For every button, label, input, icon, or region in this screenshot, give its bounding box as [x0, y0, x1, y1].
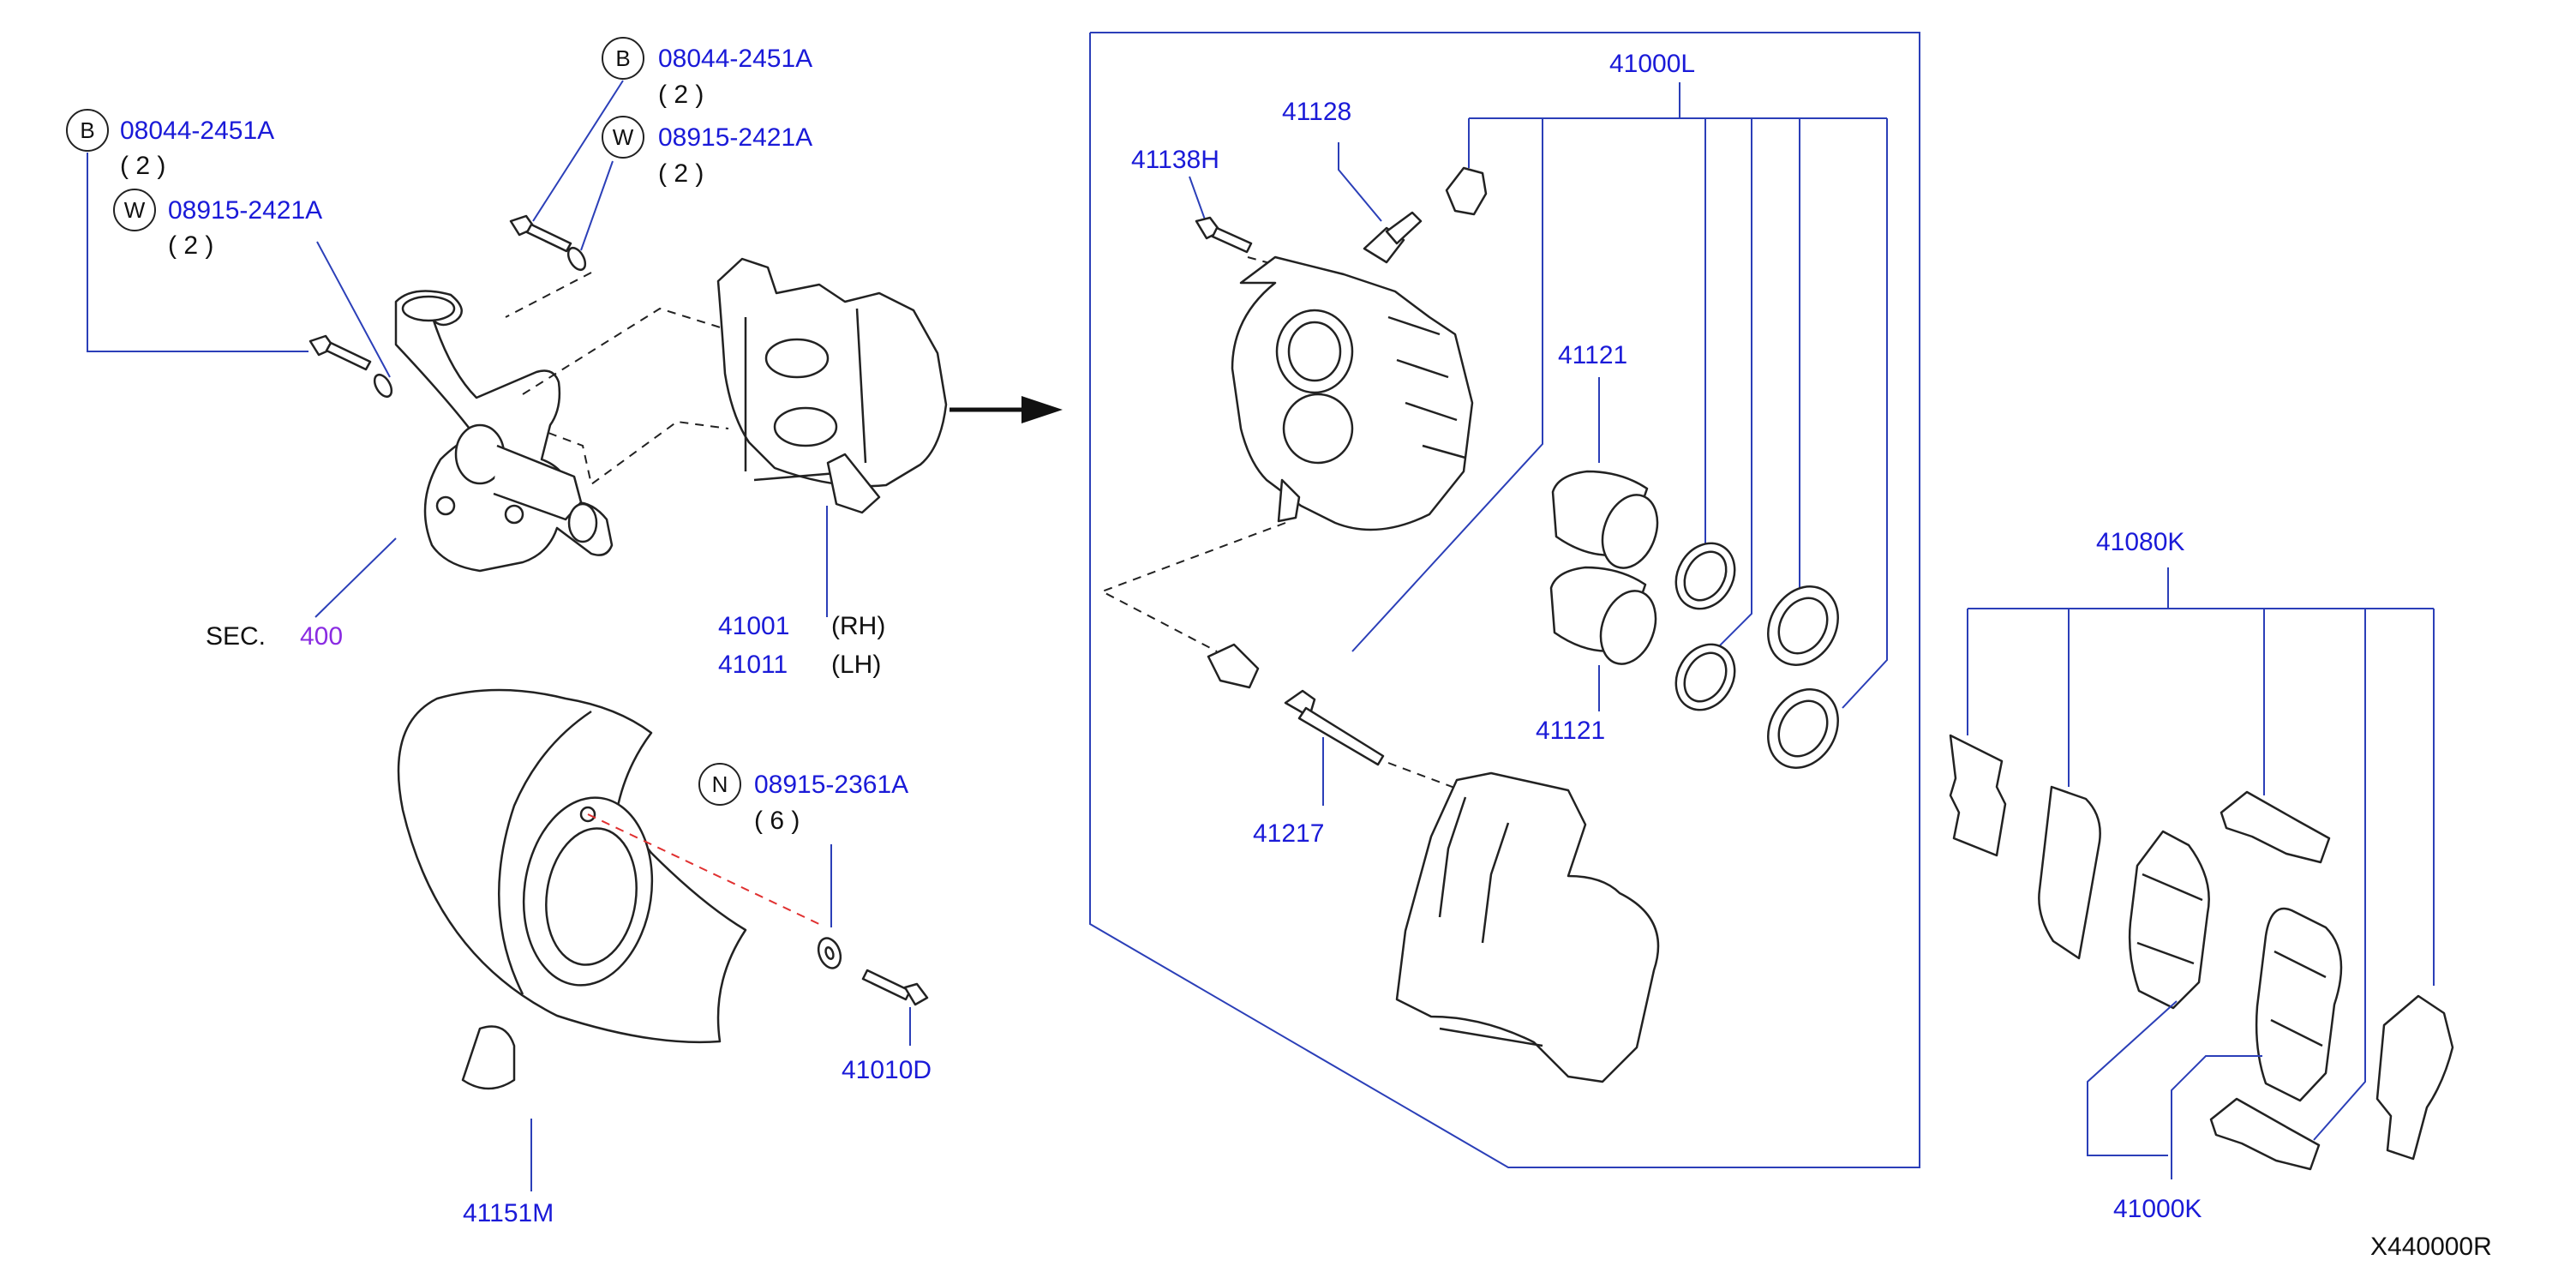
caliper-bolt-leader — [1189, 176, 1206, 220]
bolt-left-icon[interactable] — [309, 334, 372, 371]
shim-outer-right-icon[interactable] — [2375, 994, 2454, 1161]
piston-upper-part-number[interactable]: 41121 — [1558, 341, 1627, 369]
steering-knuckle-icon[interactable] — [394, 290, 614, 573]
bleeder-part-number[interactable]: 41128 — [1282, 98, 1351, 126]
badge-b-icon: B — [602, 37, 644, 80]
bleeder-screw-icon[interactable] — [1363, 211, 1423, 264]
svg-text:B: B — [80, 117, 94, 143]
caliper-bracket-icon[interactable] — [1395, 771, 1660, 1083]
callout-bolt-top[interactable]: B 08044-2451A ( 2 ) — [602, 37, 812, 109]
svg-text:W: W — [613, 124, 634, 150]
section-label: SEC. — [206, 622, 266, 651]
part-number-label[interactable]: 08915-2421A — [168, 196, 322, 225]
callout-washer-left[interactable]: W 08915-2421A ( 2 ) — [113, 189, 322, 260]
caliper-body-icon[interactable] — [1231, 255, 1474, 531]
seal-ring-lower-icon[interactable] — [1664, 633, 1746, 720]
washer-top-icon[interactable] — [565, 245, 589, 273]
alignment-lines-knuckle — [505, 272, 729, 486]
callout-washer-top[interactable]: W 08915-2421A ( 2 ) — [602, 116, 812, 188]
pad-set-part-number[interactable]: 41000K — [2113, 1195, 2202, 1223]
badge-w-icon: W — [113, 189, 156, 231]
callout-bolt-left[interactable]: B 08044-2451A ( 2 ) — [66, 109, 274, 180]
leader-lines-left — [87, 80, 624, 378]
quantity-label: ( 2 ) — [658, 81, 704, 109]
anti-rattle-clip-lower-icon[interactable] — [2209, 1097, 2321, 1171]
shield-bolt-icon[interactable] — [861, 969, 929, 1006]
brake-pad-inner-icon[interactable] — [2255, 907, 2343, 1102]
quantity-label: ( 2 ) — [120, 152, 165, 180]
badge-w-icon: W — [602, 116, 644, 159]
caliper-bolt-icon[interactable] — [1195, 216, 1253, 254]
section-reference[interactable]: SEC. 400 — [206, 537, 397, 651]
piston-lower-part-number[interactable]: 41121 — [1536, 717, 1605, 745]
pad-kit-part-number[interactable]: 41080K — [2096, 528, 2184, 556]
piston-lower-icon[interactable] — [1549, 566, 1665, 672]
part-number-label[interactable]: 08044-2451A — [120, 117, 274, 145]
pin-boot-icon[interactable] — [1207, 643, 1260, 689]
bolt-top-icon[interactable] — [509, 214, 572, 253]
pad-leaders — [2087, 1000, 2262, 1179]
part-number-label[interactable]: 08044-2451A — [658, 45, 812, 73]
side-rh-label: (RH) — [831, 612, 885, 640]
caliper-assembly-icon[interactable] — [716, 257, 948, 514]
side-lh-label: (LH) — [831, 651, 881, 679]
caliper-bolt-part-number[interactable]: 41138H — [1131, 146, 1219, 174]
caliper-kit-leaders — [1351, 82, 1888, 709]
shim-outer-left-icon[interactable] — [1949, 734, 2007, 857]
part-number-label[interactable]: 08915-2361A — [754, 771, 908, 799]
arrow-right-icon — [950, 396, 1063, 423]
washer-left-icon[interactable] — [371, 372, 395, 399]
bleeder-leader — [1338, 142, 1382, 222]
quantity-label: ( 2 ) — [658, 159, 704, 188]
pin-alignment-lower — [1387, 762, 1458, 789]
guide-pin-part-number[interactable]: 41217 — [1253, 819, 1324, 848]
badge-b-icon: B — [66, 109, 109, 152]
piston-upper-icon[interactable] — [1551, 470, 1667, 576]
brake-pad-outer-icon[interactable] — [2128, 830, 2210, 1010]
bleeder-cap-icon[interactable] — [1445, 166, 1488, 216]
seal-ring-upper-icon[interactable] — [1664, 532, 1746, 619]
dust-boot-upper-icon[interactable] — [1754, 573, 1852, 677]
quantity-label: ( 2 ) — [168, 231, 213, 260]
svg-text:B: B — [615, 45, 630, 71]
section-number-link[interactable]: 400 — [300, 622, 343, 651]
dust-shield-icon[interactable] — [397, 688, 747, 1090]
part-number-rh[interactable]: 41001 — [718, 612, 789, 640]
shim-inner-left-icon[interactable] — [2038, 785, 2101, 960]
shield-bolt-part-number[interactable]: 41010D — [842, 1056, 932, 1084]
dust-boot-lower-icon[interactable] — [1754, 676, 1852, 780]
badge-n-icon: N — [698, 763, 741, 806]
diagram-reference-code: X440000R — [2370, 1233, 2492, 1261]
caliper-kit-outline — [1089, 32, 1920, 1168]
part-number-lh[interactable]: 41011 — [718, 651, 788, 679]
shield-part-number[interactable]: 41151M — [463, 1199, 554, 1227]
callout-washer-shield[interactable]: N 08915-2361A ( 6 ) — [698, 763, 908, 835]
pad-kit-leaders — [1967, 567, 2435, 1141]
pin-alignment-upper — [1099, 522, 1286, 652]
anti-rattle-clip-upper-icon[interactable] — [2220, 790, 2331, 864]
part-number-label[interactable]: 08915-2421A — [658, 123, 812, 152]
guide-pin-icon[interactable] — [1284, 689, 1385, 766]
alignment-line-shield — [587, 813, 824, 927]
caliper-assembly-labels[interactable]: 41001 (RH) 41011 (LH) — [718, 612, 885, 679]
svg-text:W: W — [124, 197, 146, 223]
washer-shield-icon[interactable] — [815, 935, 845, 971]
caliper-kit-part-number[interactable]: 41000L — [1609, 50, 1695, 78]
svg-text:N: N — [712, 771, 728, 797]
quantity-label: ( 6 ) — [754, 807, 800, 835]
